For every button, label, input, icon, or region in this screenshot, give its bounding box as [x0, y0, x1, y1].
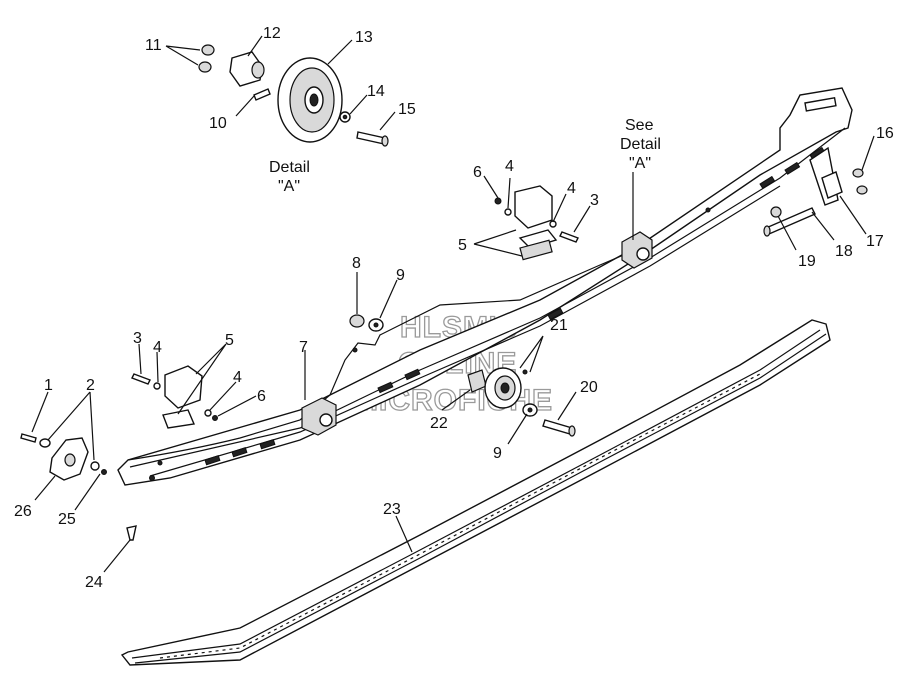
- detail-a-label-line2: "A": [278, 178, 300, 195]
- callout-4-upper-right: 4: [567, 180, 576, 197]
- callout-4-lower-right: 4: [233, 369, 242, 386]
- callout-16: 16: [876, 125, 894, 142]
- callout-22: 22: [430, 415, 448, 432]
- see-detail-line1: See: [625, 117, 654, 134]
- slide-rail: [117, 87, 853, 486]
- callout-10: 10: [209, 115, 227, 132]
- callouts: 11 12 13 10 14 15 Detail "A" See Detail …: [14, 25, 894, 591]
- callout-5-upper: 5: [458, 237, 467, 254]
- detail-a-assembly: [198, 44, 389, 147]
- callout-6-lower: 6: [257, 388, 266, 405]
- detail-a-label-line1: Detail: [269, 159, 310, 176]
- callout-15: 15: [398, 101, 416, 118]
- callout-3-upper: 3: [590, 192, 599, 209]
- callout-26: 26: [14, 503, 32, 520]
- callout-3-lower: 3: [133, 330, 142, 347]
- callout-17: 17: [866, 233, 884, 250]
- callout-4-lower: 4: [153, 339, 162, 356]
- callout-2: 2: [86, 377, 95, 394]
- callout-13: 13: [355, 29, 373, 46]
- callout-9-upper: 9: [396, 267, 405, 284]
- callout-25: 25: [58, 511, 76, 528]
- callout-4-upper: 4: [505, 158, 514, 175]
- callout-21: 21: [550, 317, 568, 334]
- see-detail-line2: Detail: [620, 136, 661, 153]
- callout-20: 20: [580, 379, 598, 396]
- callout-1: 1: [44, 377, 53, 394]
- callout-6-upper: 6: [473, 164, 482, 181]
- callout-19: 19: [798, 253, 816, 270]
- callout-18: 18: [835, 243, 853, 260]
- wear-strip: [120, 319, 831, 666]
- leader-lines: [31, 35, 875, 573]
- callout-5-lower: 5: [225, 332, 234, 349]
- callout-8: 8: [352, 255, 361, 272]
- see-detail-line3: "A": [629, 155, 651, 172]
- callout-9-lower: 9: [493, 445, 502, 462]
- callout-11: 11: [145, 37, 162, 54]
- callout-12: 12: [263, 25, 281, 42]
- callout-14: 14: [367, 83, 385, 100]
- mid-parts: [20, 168, 868, 541]
- callout-7: 7: [299, 339, 308, 356]
- callout-23: 23: [383, 501, 401, 518]
- callout-24: 24: [85, 574, 103, 591]
